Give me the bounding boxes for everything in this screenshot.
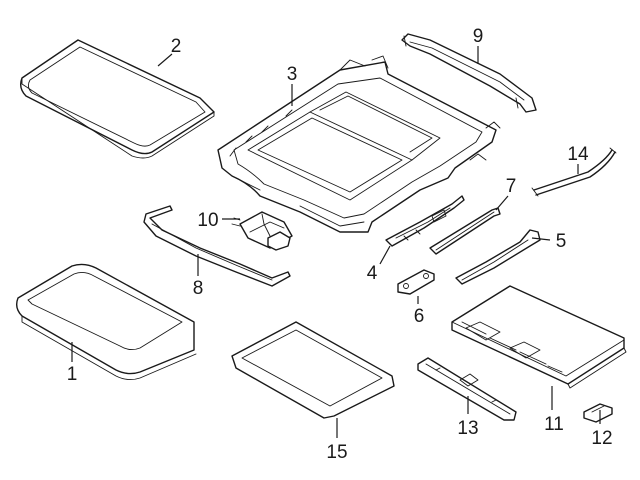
callout-numbers: 1 2 3 4 5 6 7 8 9 10 11 12 13 14 15	[67, 26, 613, 463]
callout-11: 11	[544, 414, 564, 435]
callout-2: 2	[171, 36, 182, 57]
callout-5: 5	[556, 231, 567, 252]
leader-2	[157, 53, 173, 67]
callout-9: 9	[473, 26, 484, 47]
part-15-seal	[231, 321, 395, 419]
part-2-glass-panel	[19, 39, 215, 159]
part-7-guide-rail	[429, 207, 501, 255]
callout-4: 4	[367, 263, 378, 284]
callout-6: 6	[414, 306, 425, 327]
part-10-motor	[231, 211, 293, 251]
callout-10: 10	[197, 210, 218, 231]
part-14-drive-cable	[531, 147, 617, 197]
part-9-front-rail	[401, 33, 537, 113]
callout-8: 8	[193, 278, 204, 299]
part-11-sunshade	[451, 285, 627, 389]
leader-5	[531, 237, 551, 241]
callout-1: 1	[67, 364, 78, 385]
callout-14: 14	[567, 144, 589, 165]
callout-13: 13	[457, 418, 478, 439]
callout-3: 3	[287, 64, 298, 85]
leader-4	[379, 245, 391, 265]
part-12-clip	[583, 403, 613, 423]
leader-7	[495, 195, 509, 211]
callout-12: 12	[591, 428, 612, 449]
part-8-wind-deflector	[143, 205, 291, 287]
callout-15: 15	[326, 442, 347, 463]
leader-lines	[71, 46, 601, 438]
part-5-side-rail	[455, 229, 541, 285]
part-4-guide-rail	[385, 195, 465, 247]
part-13-seal-strip	[417, 357, 517, 421]
part-6-bracket	[397, 269, 435, 295]
part-1-glass-panel	[15, 263, 197, 381]
callout-7: 7	[506, 176, 517, 197]
part-3-sunroof-frame	[217, 55, 501, 233]
